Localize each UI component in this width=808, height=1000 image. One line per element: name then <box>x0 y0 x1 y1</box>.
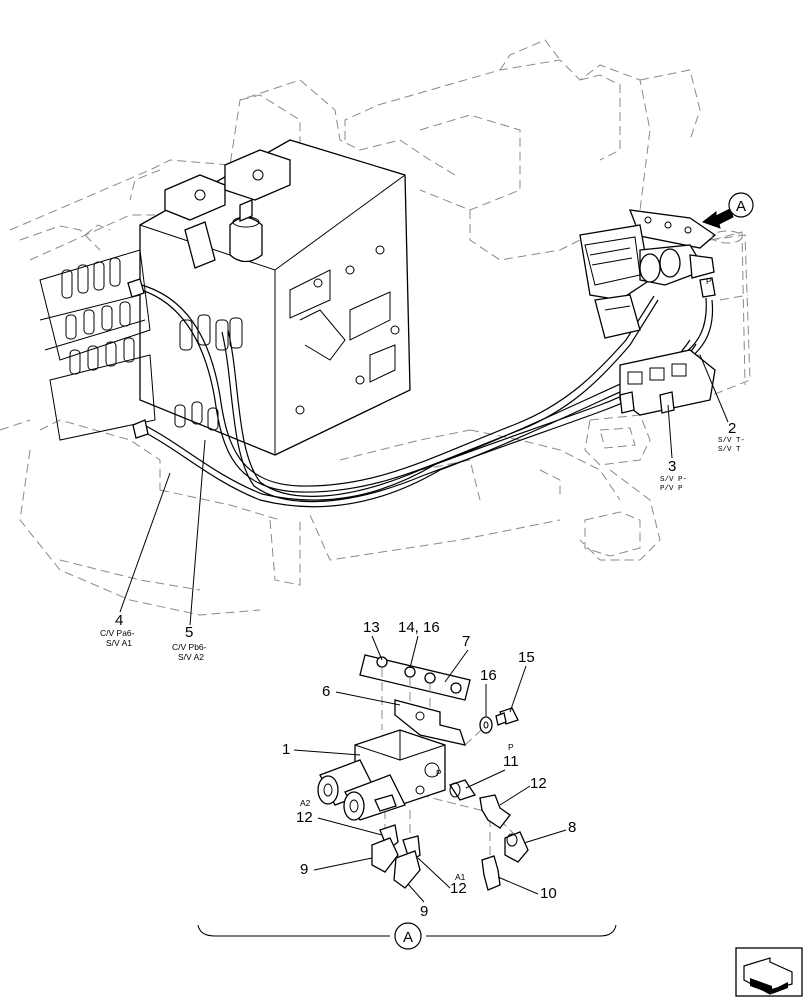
callout-12-right: 12 <box>530 775 547 792</box>
callout-5: 5 <box>185 624 193 641</box>
exploded-view-a: P <box>317 654 529 891</box>
callout-5-sub-2: S/V A2 <box>178 652 204 662</box>
view-a-indicator: A <box>701 192 754 229</box>
callout-4-sub-2: S/V A1 <box>106 638 132 648</box>
fitting-11 <box>448 779 477 801</box>
callout-6: 6 <box>322 683 330 700</box>
callout-15: 15 <box>518 649 535 666</box>
callout-9-left: 9 <box>300 861 308 878</box>
callout-5-sub-1: C/V Pb6- <box>172 642 207 652</box>
port-a1-sub: A1 <box>455 872 466 882</box>
port-p-marker: P <box>706 276 712 286</box>
callout-10: 10 <box>540 885 557 902</box>
view-arrow-icon <box>701 208 734 229</box>
callout-4: 4 <box>115 612 123 629</box>
elbow-fitting-8 <box>504 831 529 863</box>
callout-1: 1 <box>282 741 290 758</box>
callout-8: 8 <box>568 819 576 836</box>
washer <box>479 716 493 734</box>
callout-4-sub-1: C/V Pa6- <box>100 628 135 638</box>
next-page-arrow-icon[interactable] <box>735 947 803 997</box>
callout-3-sub-1: S/V P- <box>660 476 687 484</box>
callout-7: 7 <box>462 633 470 650</box>
mounting-bracket <box>394 699 466 746</box>
top-callouts: 2 S/V T- S/V T 3 S/V P- P/V P 4 C/V Pa6-… <box>100 354 745 662</box>
solenoid-valve-installed: P <box>579 209 746 416</box>
callout-2-sub-2: S/V T <box>718 446 741 454</box>
port-p-sub: P <box>508 742 514 752</box>
callout-2: 2 <box>728 420 736 437</box>
callout-12-a2: 12 <box>296 809 313 826</box>
section-a-label: A <box>403 929 413 946</box>
elbow-fitting-12 <box>479 794 511 829</box>
valve-port-p-marker: P <box>436 768 442 778</box>
spool-caps <box>61 257 243 431</box>
view-a-label: A <box>736 198 746 215</box>
callout-16: 16 <box>480 667 497 684</box>
view-a-circle <box>728 192 754 218</box>
bracket-plate <box>359 654 471 701</box>
callout-3-sub-2: P/V P <box>660 485 683 493</box>
callout-12-a1: 12 <box>450 880 467 897</box>
section-bracket: A <box>197 922 617 950</box>
callout-13: 13 <box>363 619 380 636</box>
control-valve-block <box>39 139 411 456</box>
callout-2-sub-1: S/V T- <box>718 437 745 445</box>
callout-3: 3 <box>668 458 676 475</box>
section-a-circle <box>394 922 422 950</box>
fitting-10 <box>481 855 501 891</box>
port-a2-sub: A2 <box>300 798 311 808</box>
exploded-callouts: 13 14, 16 7 6 16 15 1 P 11 12 8 A2 12 9 … <box>282 619 576 920</box>
callout-11: 11 <box>503 753 519 770</box>
callout-14-16: 14, 16 <box>398 619 440 636</box>
callout-9-right: 9 <box>420 903 428 920</box>
